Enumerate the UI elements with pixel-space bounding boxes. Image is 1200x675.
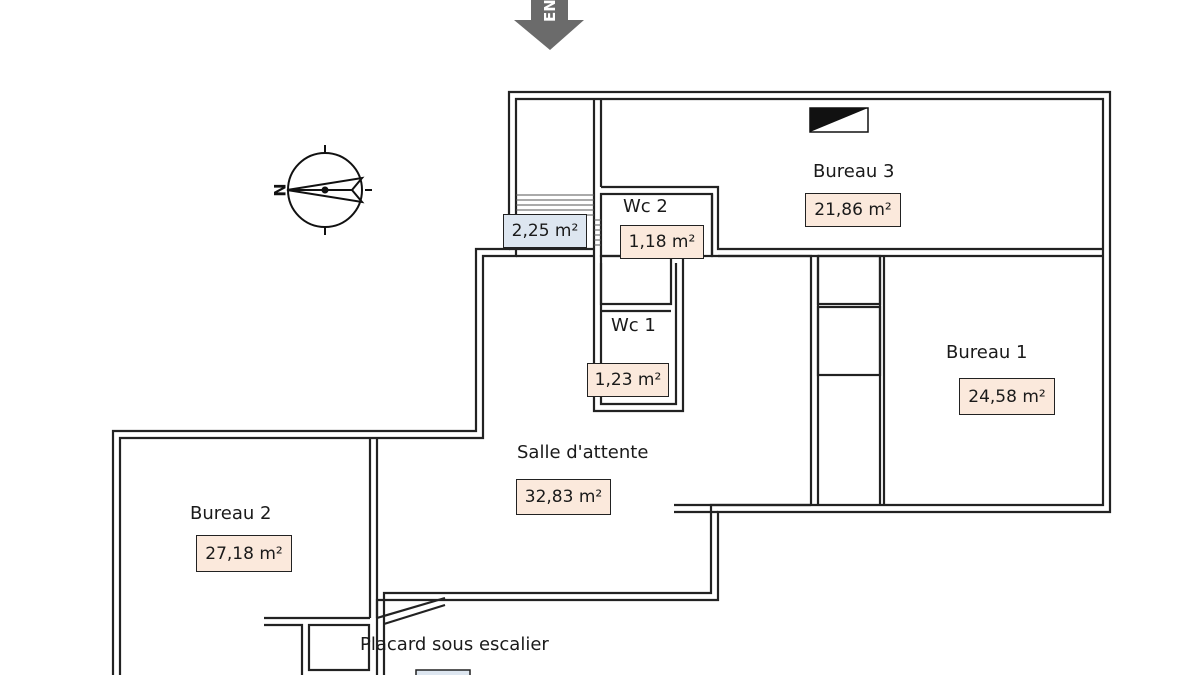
room-name-wc2: Wc 2: [623, 196, 668, 217]
compass-north-letter: N: [271, 183, 290, 196]
room-name-bureau3: Bureau 3: [813, 161, 895, 182]
area-badge-stairs: 2,25 m²: [503, 214, 587, 248]
compass-icon: [286, 145, 372, 235]
area-badge-wc1: 1,23 m²: [587, 363, 669, 397]
room-name-salle-attente: Salle d'attente: [517, 442, 649, 463]
entrance-arrow: EN: [514, 0, 584, 50]
area-badge-wc2: 1,18 m²: [620, 225, 704, 259]
area-badge-salle-attente: 32,83 m²: [516, 479, 611, 515]
room-name-bureau1: Bureau 1: [946, 342, 1028, 363]
area-badge-bureau2: 27,18 m²: [196, 535, 292, 572]
room-name-placard: Placard sous escalier: [360, 634, 549, 655]
entrance-arrow-text: EN: [541, 0, 559, 22]
area-badge-bureau3: 21,86 m²: [805, 193, 901, 227]
area-badge-bureau1: 24,58 m²: [959, 378, 1055, 415]
room-name-wc1: Wc 1: [611, 315, 656, 336]
walls: [111, 90, 1112, 675]
room-name-bureau2: Bureau 2: [190, 503, 272, 524]
bottom-stairs-fill: [415, 669, 471, 675]
fireplace-symbol: [809, 107, 869, 133]
